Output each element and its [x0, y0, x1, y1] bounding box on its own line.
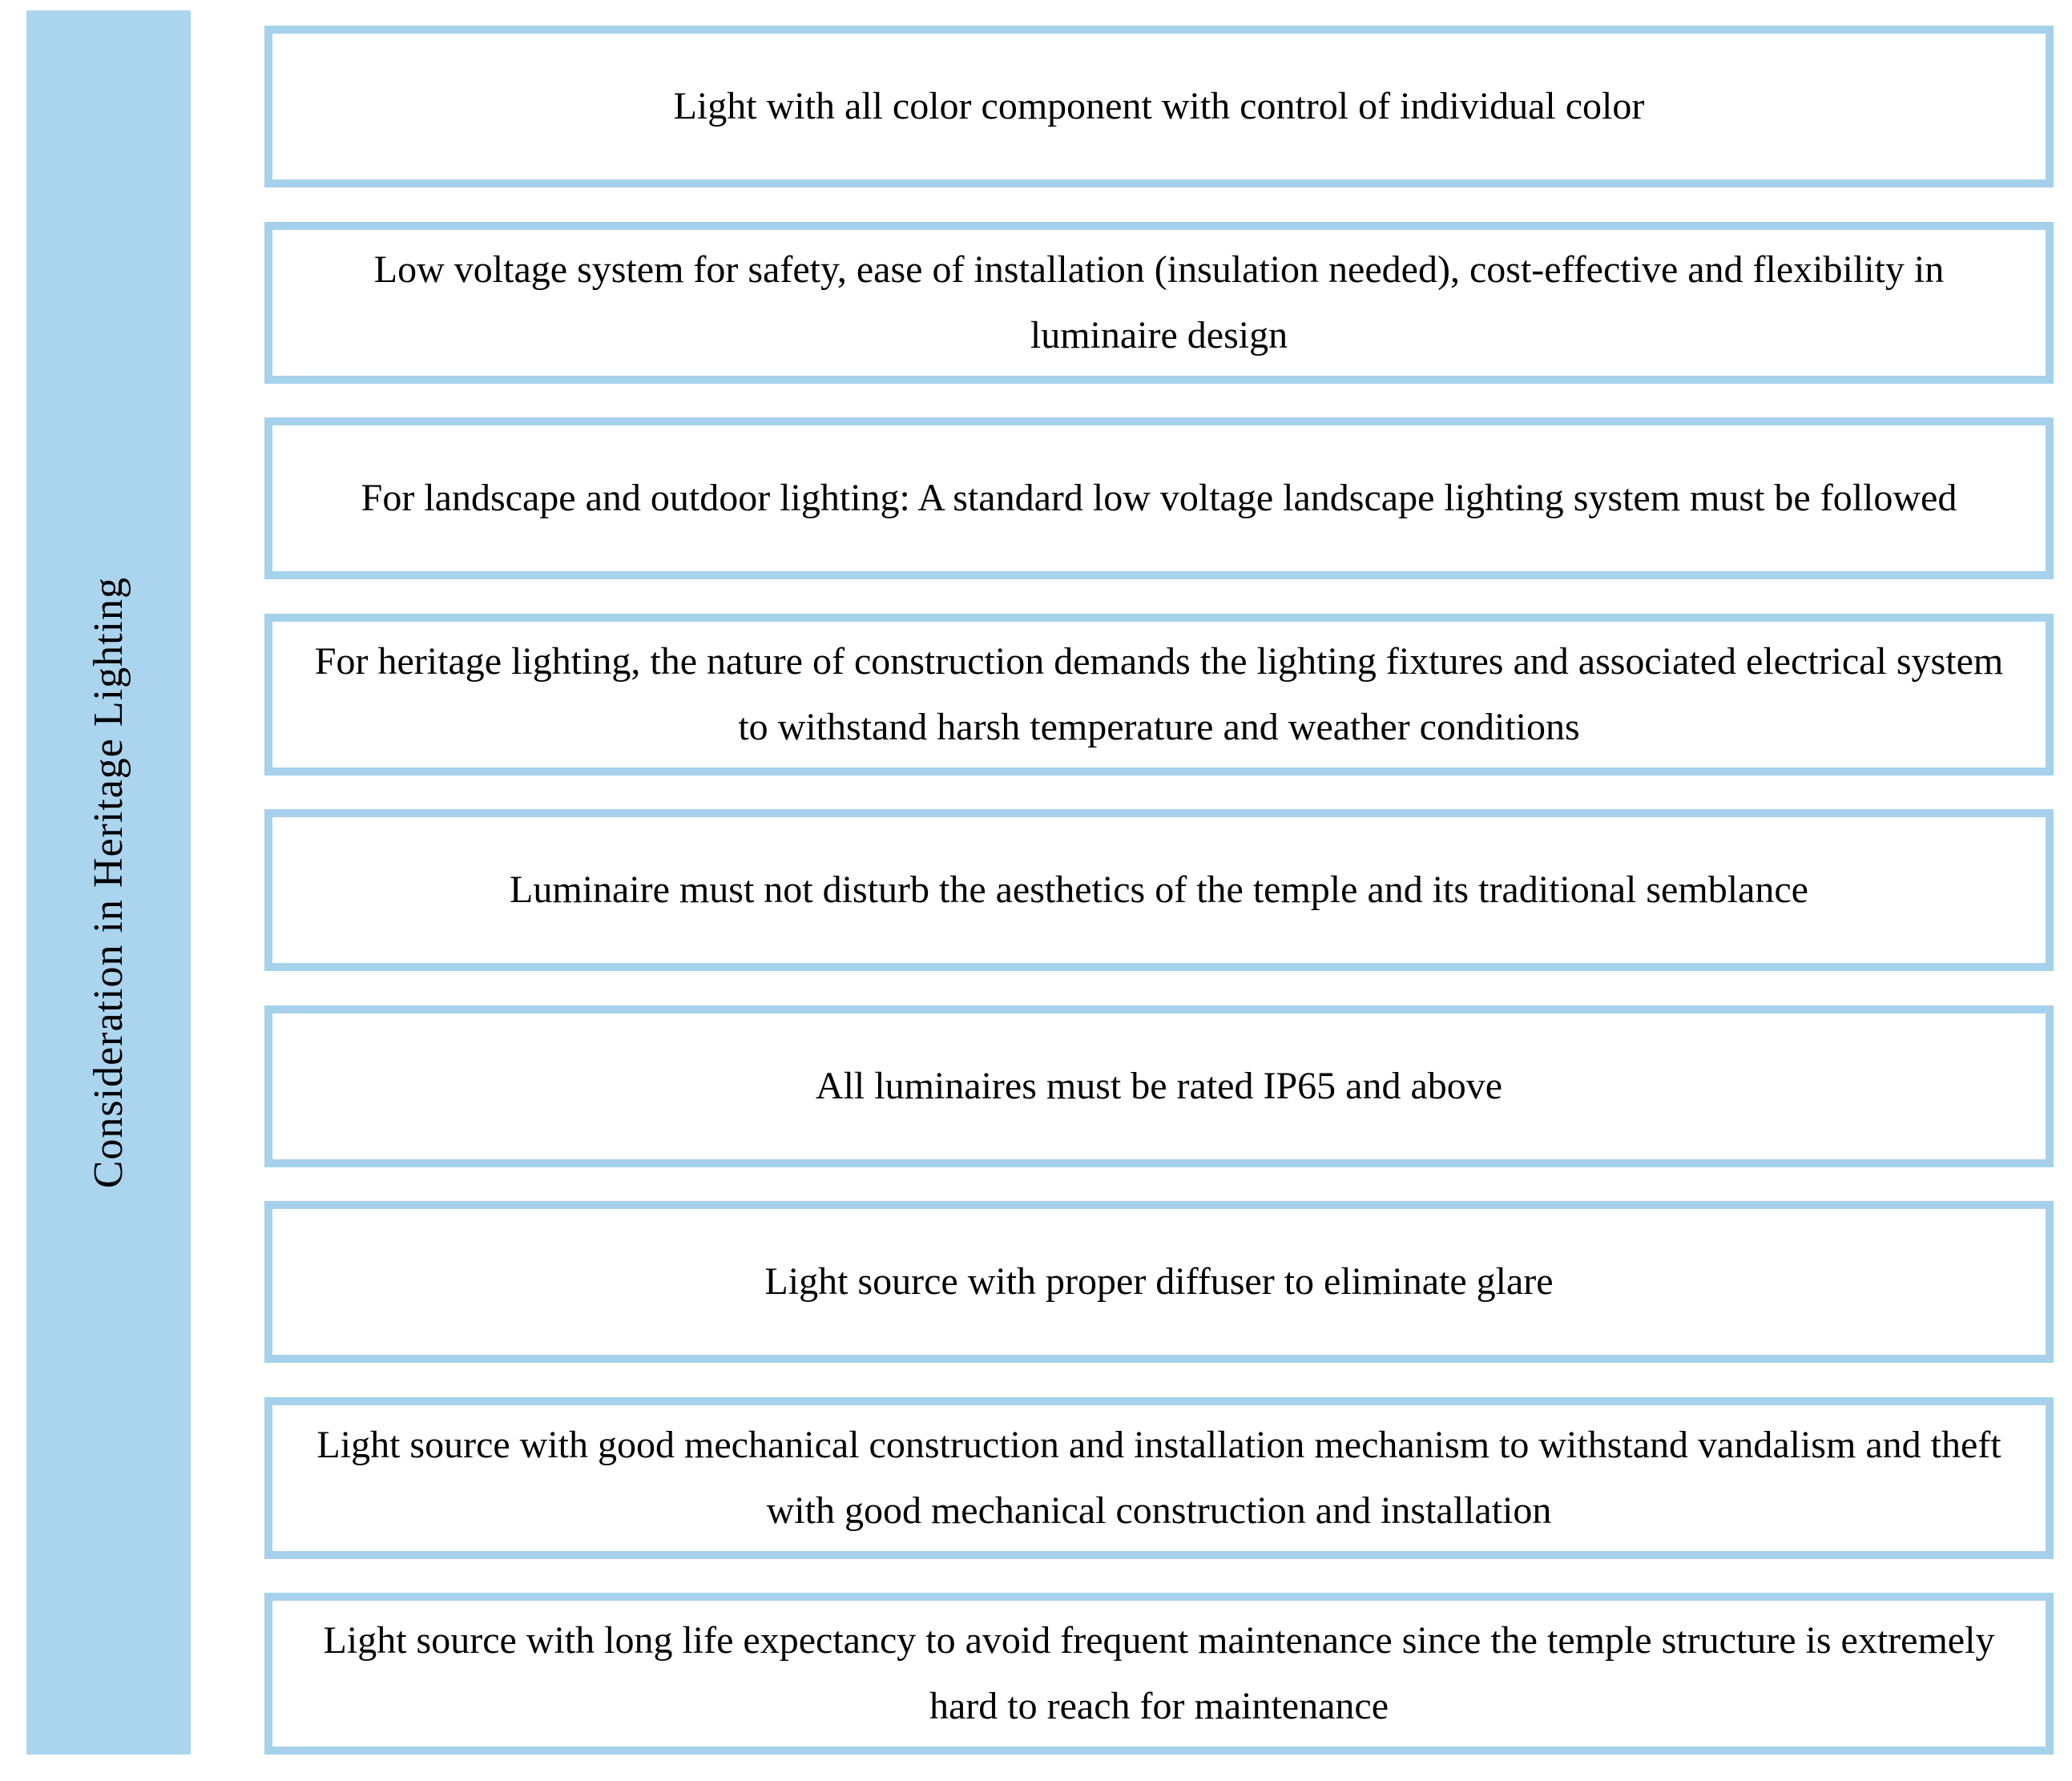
consideration-box-6-text: All luminaires must be rated IP65 and ab… — [815, 1064, 1503, 1107]
consideration-box-9: Light source with long life expectancy t… — [264, 1593, 2054, 1755]
consideration-box-9-text: Light source with long life expectancy t… — [323, 1619, 1995, 1727]
consideration-box-2-text: Low voltage system for safety, ease of i… — [373, 248, 1945, 357]
consideration-box-8: Light source with good mechanical constr… — [264, 1396, 2054, 1559]
category-bar-label: Consideration in Heritage Lighting — [86, 576, 131, 1189]
category-bar: Consideration in Heritage Lighting — [26, 10, 191, 1755]
consideration-box-4: For heritage lighting, the nature of con… — [264, 613, 2054, 776]
consideration-box-1-text: Light with all color component with cont… — [673, 85, 1645, 128]
consideration-box-3-text: For landscape and outdoor lighting: A st… — [361, 477, 1957, 520]
consideration-box-8-text: Light source with good mechanical constr… — [316, 1423, 2001, 1532]
consideration-box-5-text: Luminaire must not disturb the aesthetic… — [510, 868, 1808, 912]
consideration-box-4-text: For heritage lighting, the nature of con… — [314, 639, 2004, 748]
consideration-box-5: Luminaire must not disturb the aesthetic… — [264, 809, 2054, 971]
consideration-box-2: Low voltage system for safety, ease of i… — [264, 221, 2054, 384]
consideration-box-1: Light with all color component with cont… — [264, 26, 2054, 187]
consideration-box-7-text: Light source with proper diffuser to eli… — [764, 1260, 1554, 1304]
consideration-box-3: For landscape and outdoor lighting: A st… — [264, 417, 2054, 579]
consideration-box-7: Light source with proper diffuser to eli… — [264, 1201, 2054, 1363]
consideration-box-6: All luminaires must be rated IP65 and ab… — [264, 1005, 2054, 1167]
consideration-box-list: Light with all color component with cont… — [264, 26, 2054, 1755]
